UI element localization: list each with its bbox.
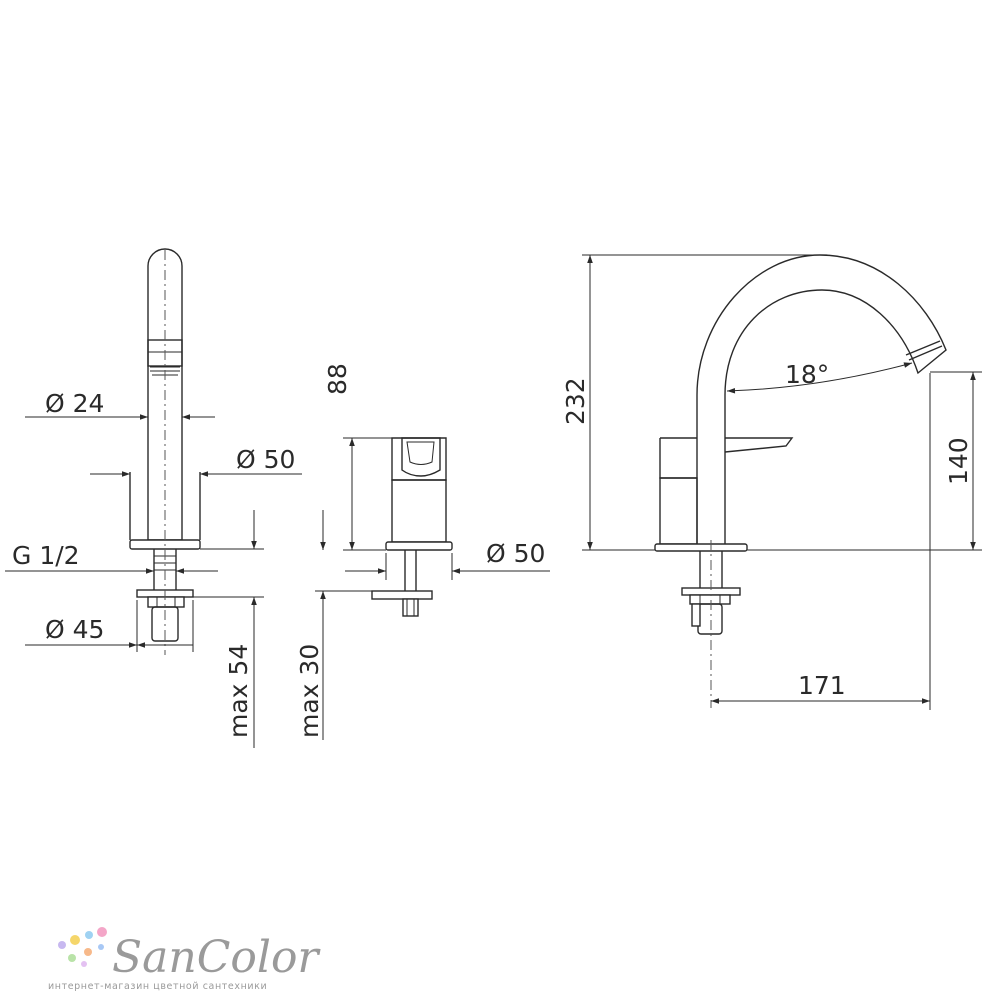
color-dots-icon: [58, 927, 107, 967]
spout-front-view: [5, 248, 302, 748]
faucet-side-view: [582, 254, 982, 710]
dim-base-diameter-middle: Ø 50: [486, 539, 545, 568]
dim-outlet-height: 140: [944, 437, 973, 485]
mixer-side-view: [315, 437, 550, 740]
dim-flange-diameter: Ø 45: [45, 615, 104, 644]
dim-total-height: 232: [561, 377, 590, 425]
dim-base-diameter-left: Ø 50: [236, 445, 295, 474]
logo-brand-text: SanColor: [112, 932, 321, 983]
dim-max-middle: max 30: [295, 644, 324, 738]
dim-spout-diameter: Ø 24: [45, 389, 104, 418]
dim-angle: 18°: [785, 360, 829, 389]
dim-max-left: max 54: [224, 644, 253, 738]
dim-thread: G 1/2: [12, 541, 80, 570]
dim-mixer-height: 88: [323, 363, 352, 395]
logo-tagline: интернет-магазин цветной сантехники: [48, 981, 267, 992]
dim-reach: 171: [798, 671, 846, 700]
brand-logo: SanColor интернет-магазин цветной сантех…: [48, 927, 321, 992]
dimension-labels: Ø 24 Ø 50 G 1/2 Ø 45 max 54 88 max 30 Ø …: [12, 360, 973, 738]
